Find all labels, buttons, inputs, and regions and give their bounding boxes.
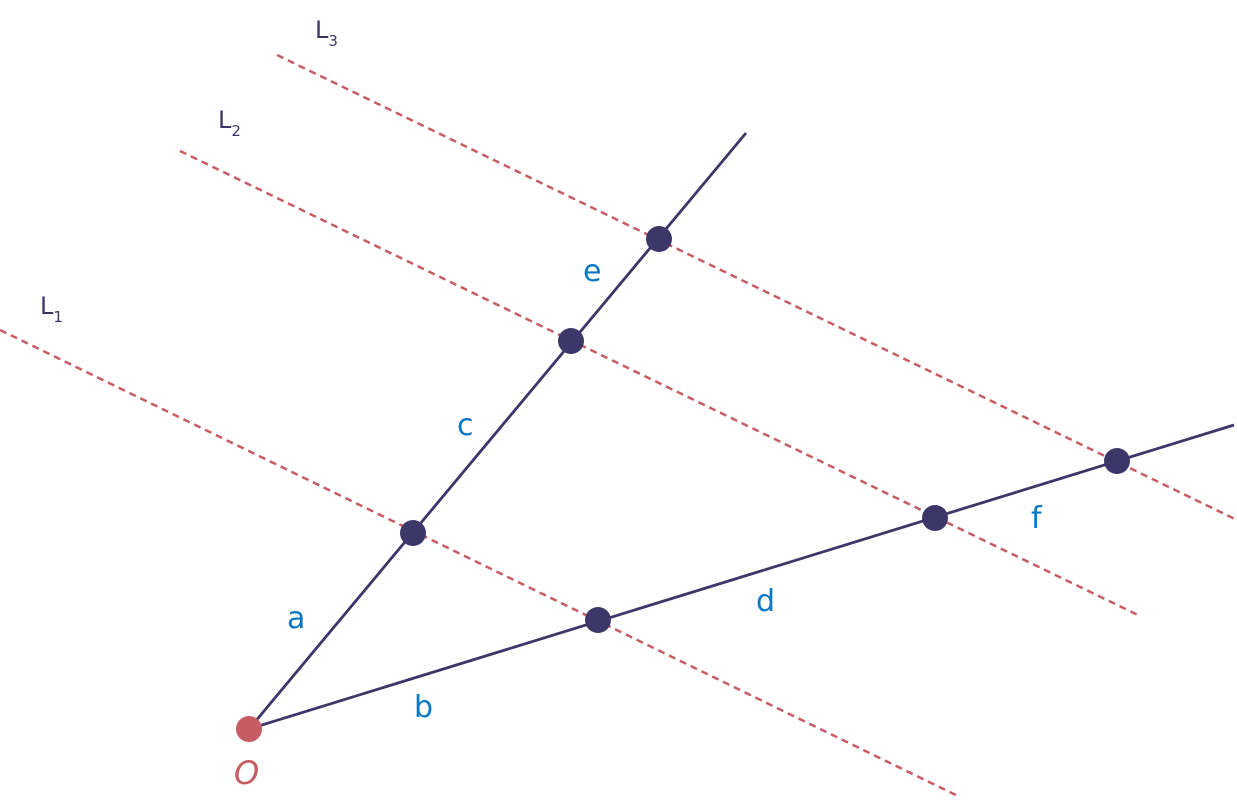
intersection-point-l3-upper [646, 226, 672, 252]
ray-lower [248, 423, 1235, 731]
segment-label-c: c [457, 408, 474, 443]
segment-label-d: d [756, 584, 775, 619]
segment-label-b: b [414, 690, 433, 725]
origin-point [236, 716, 262, 742]
intersection-point-l2-lower [922, 505, 948, 531]
parallel-line-l1 [0, 328, 961, 799]
segment-label-f: f [1031, 501, 1043, 536]
intersection-point-l1-upper [400, 520, 426, 546]
segment-label-e: e [583, 254, 601, 289]
origin-label: O [234, 754, 259, 792]
intersection-point-l3-lower [1104, 448, 1130, 474]
parallel-line-l2 [179, 149, 1141, 618]
line-label-l2: L2 [218, 106, 241, 140]
intersection-point-l2-upper [558, 328, 584, 354]
line-label-l3: L3 [315, 16, 338, 50]
ray-upper [247, 132, 748, 730]
line-label-l1: L1 [40, 292, 63, 326]
parallel-line-l3 [276, 53, 1237, 522]
segment-label-a: a [287, 601, 305, 636]
intersection-point-l1-lower [585, 607, 611, 633]
